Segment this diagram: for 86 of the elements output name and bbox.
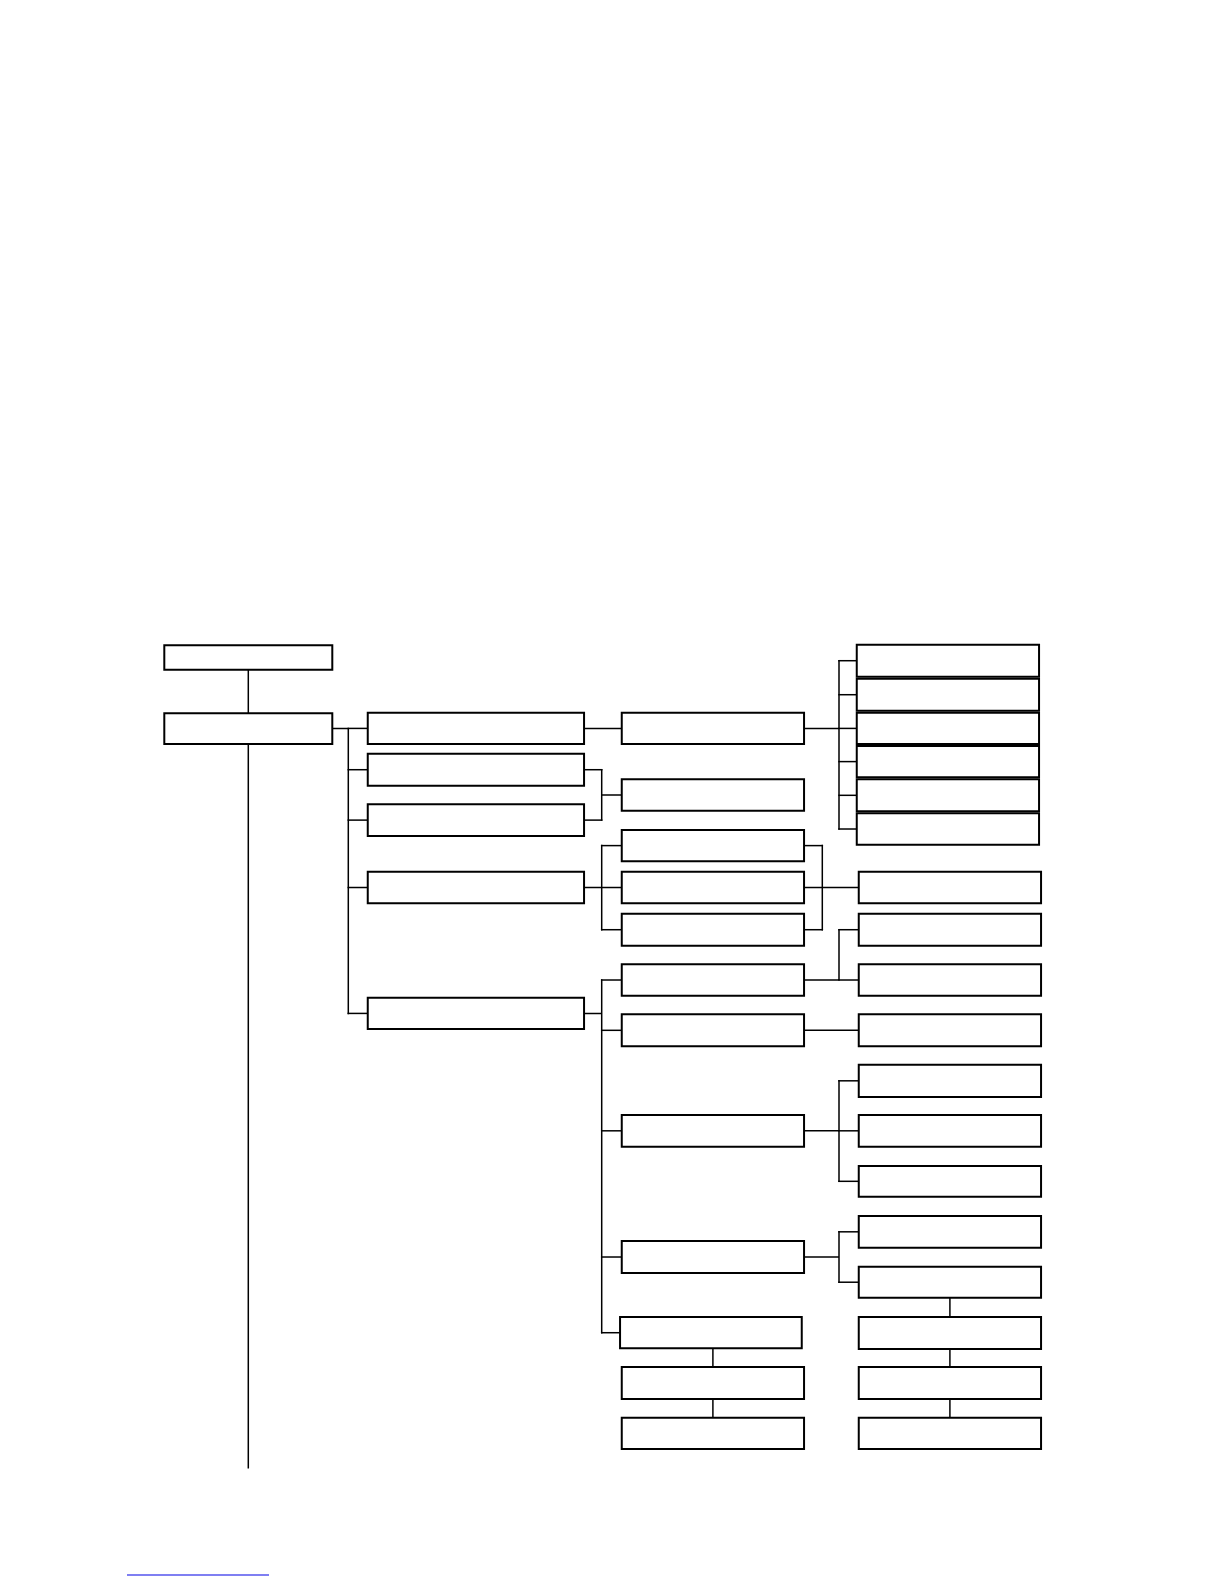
blank-box <box>366 752 586 787</box>
connector-line <box>838 1080 859 1082</box>
connector-line <box>600 1130 622 1132</box>
connector-line <box>838 760 857 763</box>
connector-line <box>247 669 250 713</box>
connector-line <box>804 928 840 981</box>
connector-line <box>332 727 350 1015</box>
connector-line <box>838 1130 859 1132</box>
connector-line <box>584 768 603 771</box>
connector-line <box>821 844 859 931</box>
connector-line <box>804 1029 859 1032</box>
blank-box <box>620 1113 806 1148</box>
connector-line <box>600 844 622 847</box>
blank-box <box>366 996 586 1031</box>
blank-box <box>855 812 1041 846</box>
connector-line <box>838 727 857 730</box>
connector-line <box>949 1297 951 1317</box>
blank-box <box>620 1366 806 1400</box>
connector-line <box>838 979 859 981</box>
blank-box <box>366 711 586 746</box>
connector-line <box>347 768 368 771</box>
blank-box <box>620 828 806 863</box>
connector-line <box>838 928 859 931</box>
blank-box <box>855 677 1041 712</box>
blank-box <box>855 744 1041 779</box>
connector-line <box>584 727 622 730</box>
connector-line <box>347 886 368 889</box>
blank-box <box>857 1316 1043 1350</box>
blank-box <box>857 1063 1043 1098</box>
connector-line <box>838 659 857 662</box>
blank-box <box>366 870 586 905</box>
blank-box <box>857 1164 1043 1198</box>
blank-box <box>620 870 806 905</box>
connector-line <box>584 844 603 931</box>
connector-line <box>712 1399 714 1418</box>
connector-line <box>600 1256 622 1258</box>
blank-box <box>857 1113 1043 1148</box>
blank-box <box>620 711 806 746</box>
connector-line <box>600 928 622 931</box>
blank-box <box>857 963 1043 997</box>
blank-box <box>620 912 806 947</box>
blank-box <box>163 644 334 671</box>
connector-line <box>804 1080 840 1183</box>
blank-box <box>163 712 334 745</box>
blank-box <box>857 1214 1043 1249</box>
connector-line <box>600 979 622 981</box>
connector-line <box>804 928 824 931</box>
blank-box <box>857 1366 1043 1400</box>
blank-box <box>857 912 1043 947</box>
connector-line <box>838 693 857 696</box>
connector-line <box>600 886 622 889</box>
connector-line <box>347 1012 368 1015</box>
blank-box <box>855 778 1041 813</box>
connector-line <box>804 886 824 889</box>
blank-box <box>620 1013 806 1048</box>
connector-line <box>949 1349 951 1367</box>
connector-line <box>600 768 622 821</box>
blank-box <box>620 1416 806 1450</box>
connector-line <box>804 1231 840 1283</box>
blank-box <box>620 1240 806 1274</box>
blank-box <box>857 1416 1043 1450</box>
connector-line <box>838 794 857 797</box>
connector-line <box>838 828 857 830</box>
blank-box <box>857 870 1043 905</box>
connector-line <box>838 1180 859 1183</box>
blank-box <box>857 1265 1043 1299</box>
connector-line <box>838 1231 859 1233</box>
connector-line <box>838 1281 859 1283</box>
blank-box <box>620 778 806 812</box>
connector-line <box>247 744 250 1469</box>
connector-line <box>600 1331 620 1334</box>
blank-box <box>855 643 1041 678</box>
blank-box <box>619 1316 803 1350</box>
connector-line <box>804 844 824 847</box>
connector-line <box>804 659 840 830</box>
blank-box <box>620 963 806 997</box>
connector-line <box>584 819 603 821</box>
connector-line <box>949 1399 951 1418</box>
connector-line <box>347 727 368 730</box>
connector-line <box>712 1348 714 1367</box>
connector-line <box>347 819 368 821</box>
connector-line <box>600 1029 622 1032</box>
blank-box <box>857 1013 1043 1048</box>
blank-box <box>366 803 586 837</box>
blank-box <box>855 711 1041 746</box>
connector-line <box>584 979 603 1334</box>
